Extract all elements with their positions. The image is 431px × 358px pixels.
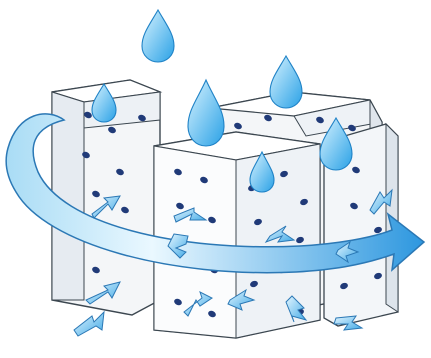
flow-arrow-icon xyxy=(74,312,104,336)
droplet-icon xyxy=(142,10,174,62)
droplet-icon xyxy=(188,80,224,146)
droplet-icon xyxy=(270,56,302,108)
